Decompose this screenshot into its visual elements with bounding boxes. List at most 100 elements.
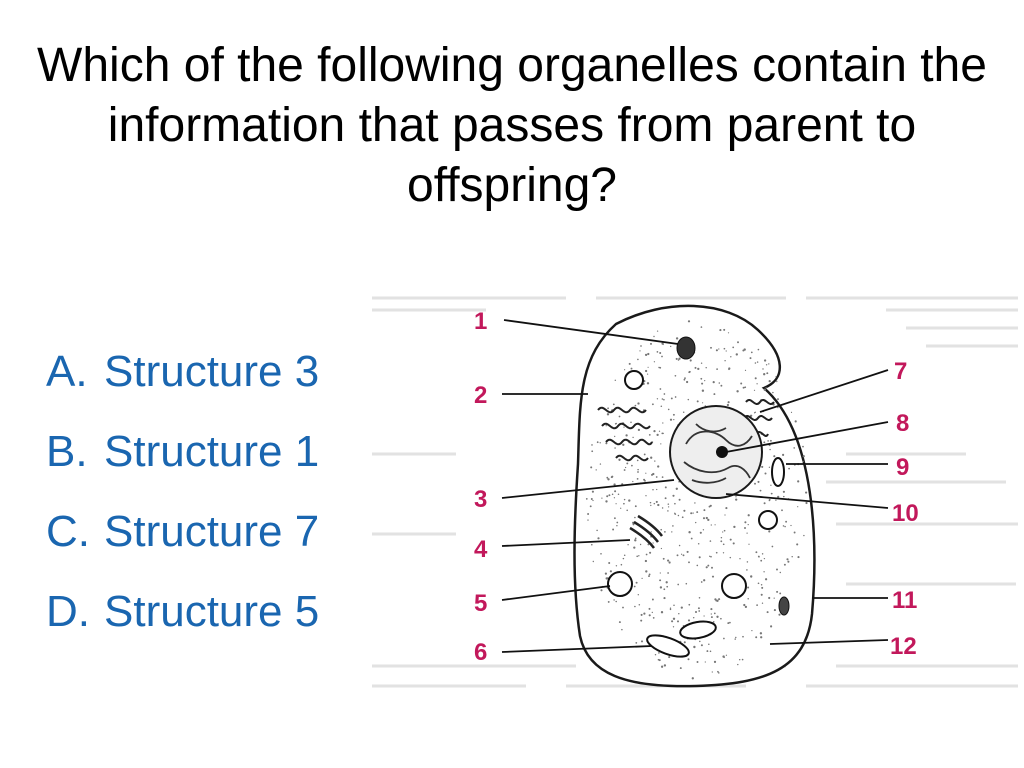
stipple-dot [616,524,618,527]
stipple-dot [653,430,656,433]
stipple-dot [614,435,616,438]
stipple-dot [656,351,659,353]
stipple-dot [797,556,800,559]
stipple-dot [700,362,703,364]
stipple-dot [699,640,701,643]
stipple-dot [628,362,631,365]
stipple-dot [768,530,771,533]
stipple-dot [746,569,748,571]
stipple-dot [768,363,770,365]
stipple-dot [785,520,788,523]
stipple-dot [668,561,671,564]
stipple-dot [744,521,747,524]
stipple-dot [773,455,776,458]
stipple-dot [765,364,768,366]
stipple-dot [776,568,778,571]
stipple-dot [618,458,621,461]
stipple-dot [718,382,721,384]
stipple-dot [637,358,639,361]
stipple-dot [727,401,730,404]
stipple-dot [648,614,651,617]
stipple-dot [747,523,749,526]
stipple-dot [654,460,656,462]
stipple-dot [739,558,741,560]
stipple-dot [652,617,655,619]
stipple-dot [671,531,673,533]
stipple-dot [644,353,648,357]
stipple-dot [599,442,601,444]
stipple-dot [761,586,764,589]
stipple-dot [659,366,662,369]
rough-er [597,399,775,462]
stipple-dot [734,638,736,640]
answer-text: Structure 3 [104,347,320,396]
stipple-dot [722,552,725,554]
stipple-dot [710,608,713,611]
stipple-dot [720,617,722,620]
stipple-dot [703,509,706,512]
stipple-dot [732,346,735,349]
stipple-dot [605,425,607,427]
stipple-dot [657,658,660,661]
stipple-dot [634,505,637,508]
stipple-dot [640,345,642,347]
stipple-dot [710,346,712,349]
stipple-dot [704,661,706,663]
stipple-dot [713,660,717,664]
stipple-dot [589,505,592,508]
stipple-dot [659,572,661,574]
stipple-dot [735,353,738,356]
stipple-dot [687,398,690,401]
stipple-dot [782,453,785,456]
stipple-dot [644,369,648,373]
stipple-dot [678,357,681,360]
stipple-dot [674,374,677,377]
diagram-label-6: 6 [474,639,487,666]
answer-letter: B. [46,427,88,476]
stipple-dot [673,419,675,421]
stipple-dot [648,573,651,576]
stipple-dot [623,469,626,471]
stipple-dot [696,661,699,663]
stipple-dot [609,570,612,573]
stipple-dot [763,373,766,376]
stipple-dot [667,510,669,512]
stipple-dot [754,377,757,380]
stipple-dot [658,366,660,369]
stipple-dot [735,496,737,498]
stipple-dot [664,531,666,533]
mitochondrion-11 [778,596,790,616]
stipple-dot [772,391,774,394]
structure-5-vacuole [607,571,633,597]
stipple-dot [605,442,608,445]
stipple-dot [710,613,712,615]
stipple-dot [614,447,616,449]
stipple-dot [644,559,648,563]
stipple-dot [620,507,622,509]
vacuole-small [758,510,778,530]
stipple-dot [760,584,763,586]
stipple-dot [757,555,760,558]
stipple-dot [659,586,663,589]
stipple-dot [677,514,680,517]
answer-option-b: B. Structure 1 [46,418,319,498]
stipple-dot [662,557,665,560]
stipple-dot [601,497,603,499]
stipple-dot [727,332,730,334]
nucleus [669,405,763,499]
stipple-dot [663,597,666,600]
stipple-dot [634,537,637,540]
stipple-dot [639,350,641,352]
stipple-dot [708,643,710,645]
stipple-dot [761,553,764,555]
stipple-dot [723,637,725,640]
stipple-dot [639,543,642,546]
stipple-dot [660,443,662,445]
stipple-dot [698,597,701,599]
stipple-dot [687,320,691,323]
stipple-dot [705,566,708,569]
stipple-dot [779,571,782,574]
stipple-dot [713,612,716,615]
stipple-dot [661,398,664,400]
stipple-dot [631,464,633,467]
